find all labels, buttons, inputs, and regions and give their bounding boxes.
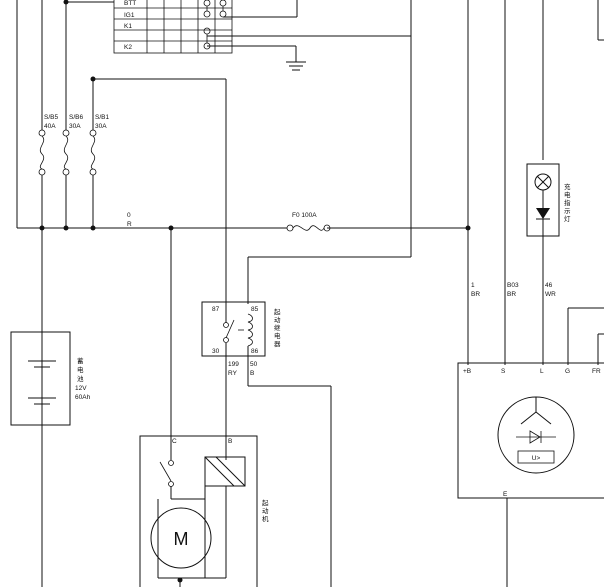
battery-name-1: 蓄 (77, 356, 84, 365)
alt-wire-b03-number: B03 (507, 282, 519, 289)
starter-contact-mid (168, 481, 174, 487)
battery-voltage: 12V (75, 385, 87, 392)
starter-relay: 87 85 30 86 起 动 继 电 器 (201, 301, 281, 357)
relay-pin-30: 30 (212, 348, 220, 355)
alt-terminal-s: S (501, 368, 506, 375)
alt-regulator-label: U> (532, 455, 541, 462)
lamp-name-5: 灯 (564, 214, 571, 223)
battery-name-2: 电 (77, 365, 84, 374)
alt-terminal-b-plus: +B (463, 368, 471, 375)
alt-wire-1-number: 1 (471, 282, 475, 289)
alt-wire-b03-color: BR (507, 291, 516, 298)
alt-ground-terminal: E (503, 491, 508, 498)
relay-coil (247, 313, 253, 347)
starter-motor: C B M 起 动 机 (139, 435, 269, 587)
relay-pin-85: 85 (251, 306, 259, 313)
relay-switch-arm (225, 319, 235, 339)
relay-pin-86: 86 (251, 348, 259, 355)
alt-terminal-fr: FR (592, 368, 601, 375)
main-fuse-f0: F0 100A (286, 212, 331, 232)
lamp-diode-icon (536, 208, 550, 219)
starter-contact-c (168, 460, 174, 466)
fuse-sb6-symbol (62, 129, 70, 176)
wire-199-number: 199 (228, 361, 239, 368)
relay-pin-87: 87 (212, 306, 220, 313)
relay-name-4: 电 (274, 331, 281, 340)
main-wire-number: 0 (127, 212, 131, 219)
alt-wire-1-color: BR (471, 291, 480, 298)
battery-name-3: 池 (77, 374, 84, 383)
fuse-sb6-name: S/B6 (69, 114, 83, 121)
fuse-sb1-symbol (89, 129, 97, 176)
wire-199-color: RY (228, 370, 238, 377)
alt-regulator-box (517, 450, 555, 464)
motor-circle (150, 507, 212, 569)
ground-symbol (286, 61, 306, 71)
battery: 蓄 电 池 12V 60Ah (10, 331, 91, 426)
fuse-group: S/B5 40A S/B6 30A S/B1 30A (38, 114, 109, 176)
switch-table-frame (113, 0, 233, 54)
fuse-sb5-rating: 40A (44, 123, 56, 130)
charge-indicator-lamp: 充 电 指 示 灯 (526, 163, 571, 237)
alt-rectifier-diode-icon (529, 430, 541, 444)
starter-name-3: 机 (262, 514, 269, 523)
relay-name-1: 起 (274, 308, 281, 316)
fuse-sb5-name: S/B5 (44, 114, 58, 121)
starter-name-1: 起 (262, 499, 269, 507)
relay-name-5: 器 (274, 340, 281, 348)
starter-terminal-c: C (172, 438, 177, 445)
fuse-sb6-rating: 30A (69, 123, 81, 130)
motor-label: M (174, 529, 189, 549)
lamp-name-2: 电 (564, 190, 571, 199)
switch-row-k2: K2 (124, 44, 132, 51)
starter-name-2: 动 (262, 507, 269, 515)
fuse-sb5-symbol (38, 129, 46, 176)
fuse-sb1-rating: 30A (95, 123, 107, 130)
ignition-switch-table: BTT IG1 K1 K2 (113, 0, 233, 54)
lamp-name-3: 指 (564, 198, 571, 207)
alt-wire-46-color: WR (545, 291, 556, 298)
switch-row-ig1: IG1 (124, 12, 135, 19)
starter-frame (139, 435, 258, 587)
main-wire-color: R (127, 221, 132, 228)
battery-capacity: 60Ah (75, 394, 91, 401)
wire-50-number: 50 (250, 361, 258, 368)
alt-terminal-l: L (540, 368, 544, 375)
alt-terminal-g: G (565, 368, 570, 375)
fuse-sb1-name: S/B1 (95, 114, 109, 121)
relay-name-3: 继 (274, 323, 281, 332)
relay-contact-87 (223, 322, 229, 328)
main-fuse-label: F0 100A (292, 212, 317, 219)
lamp-name-1: 充 (564, 182, 571, 191)
switch-row-btt: BTT (124, 0, 136, 7)
relay-name-2: 动 (274, 316, 281, 324)
starter-solenoid-box (204, 456, 246, 487)
starter-solenoid-arm (159, 461, 172, 482)
lamp-name-4: 示 (564, 207, 571, 215)
alternator-frame (457, 362, 604, 499)
alt-wire-46-number: 46 (545, 282, 553, 289)
starter-terminal-b: B (228, 438, 232, 445)
battery-frame (10, 331, 71, 426)
main-bus: 0 R (17, 212, 471, 231)
switch-row-k1: K1 (124, 23, 132, 30)
relay-frame (201, 301, 266, 357)
wire-50-color: B (250, 370, 254, 377)
relay-contact-30 (223, 337, 229, 343)
alternator: +B S L G FR U> E (457, 362, 604, 499)
